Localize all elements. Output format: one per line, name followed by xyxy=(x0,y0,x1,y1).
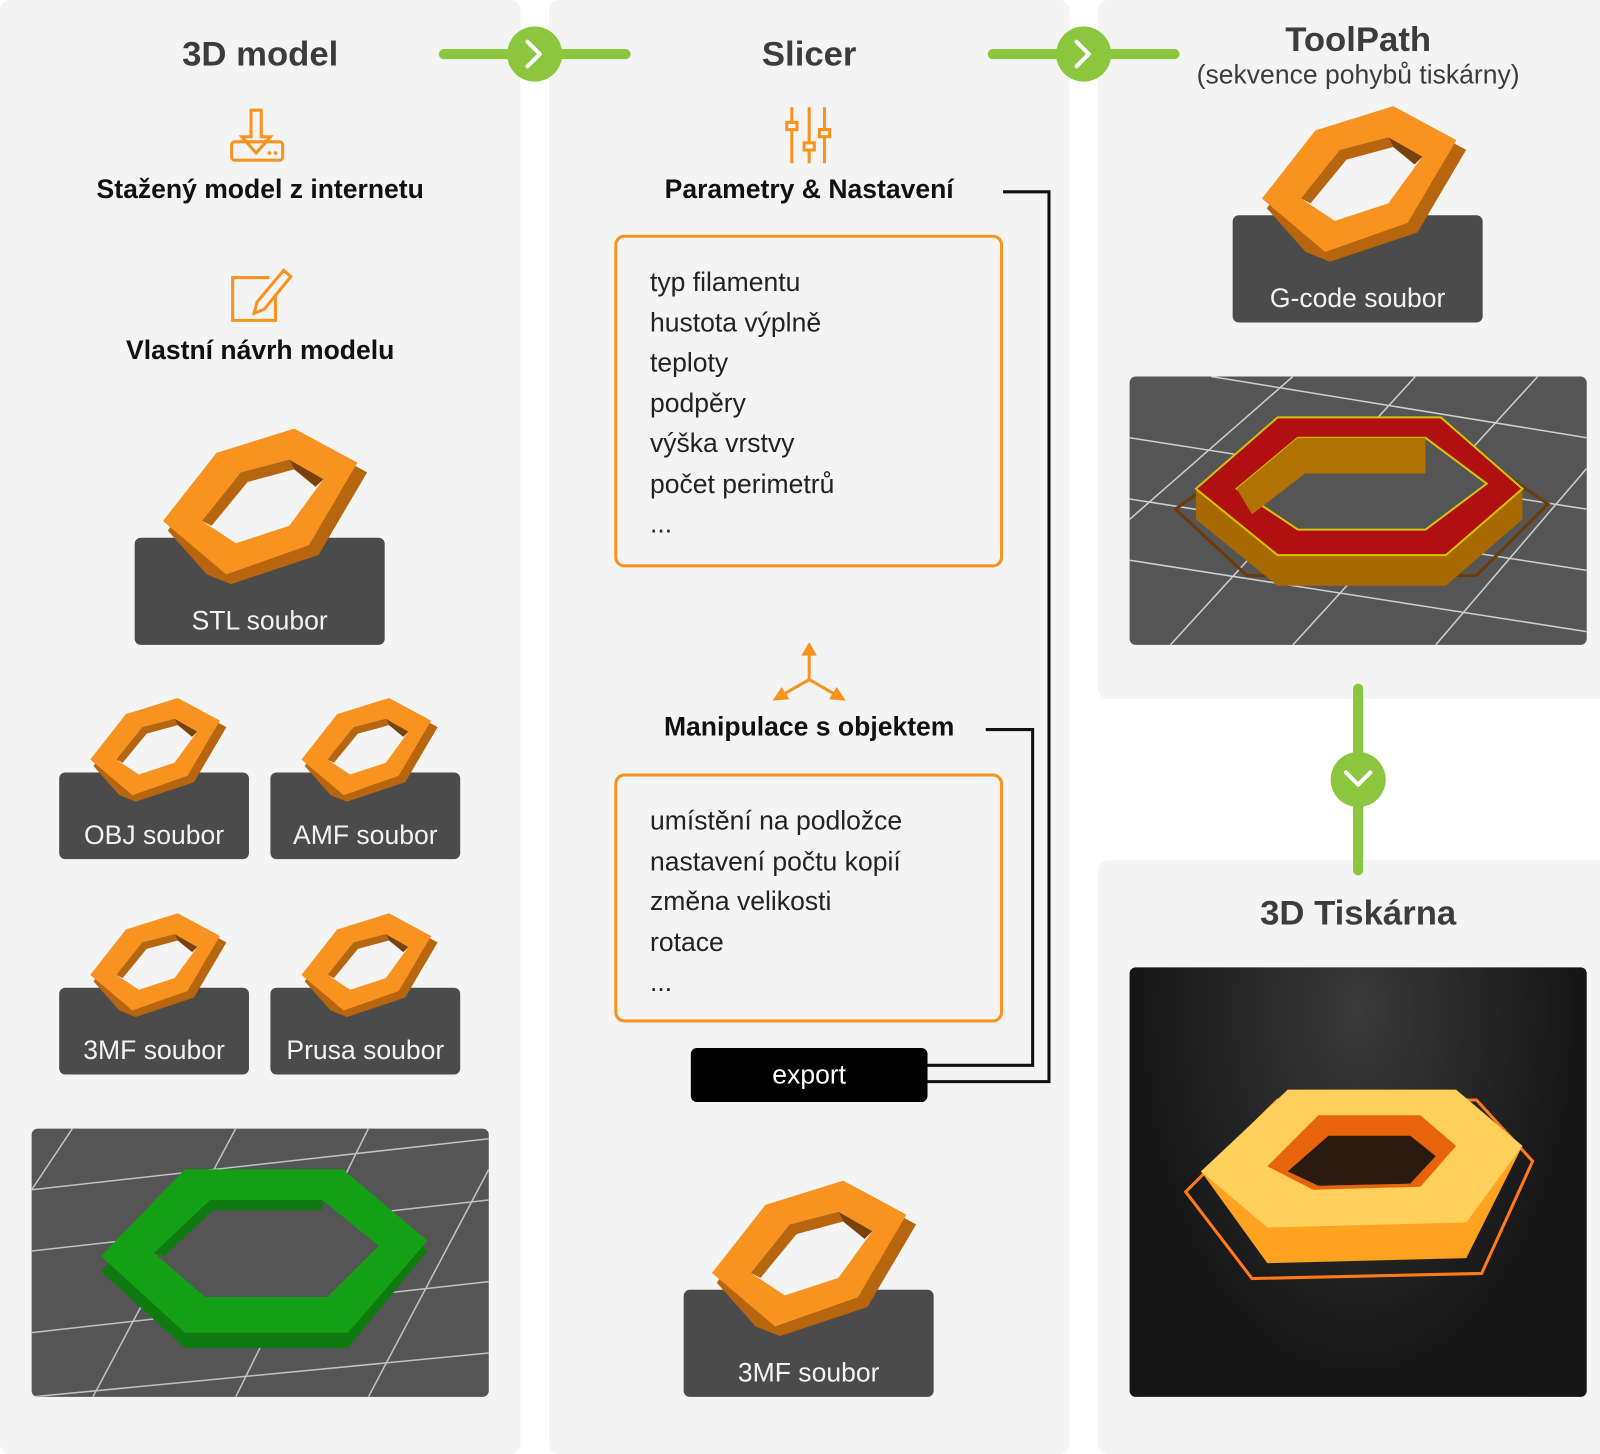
bracket-lines xyxy=(926,190,1051,1084)
file-label: AMF soubor xyxy=(293,819,438,850)
param-item: počet perimetrů xyxy=(649,467,835,499)
file-label: OBJ soubor xyxy=(84,819,225,850)
param-item: ... xyxy=(649,508,673,539)
printer-title: 3D Tiskárna xyxy=(1260,893,1457,933)
manip-item: ... xyxy=(649,966,673,997)
manip-heading: Manipulace s objektem xyxy=(663,711,955,742)
param-item: výška vrstvy xyxy=(649,427,795,459)
toolpath-subtitle: (sekvence pohybů tiskárny) xyxy=(1196,59,1520,90)
toolpath-title: ToolPath xyxy=(1285,20,1432,60)
toolpath-preview xyxy=(1129,376,1587,645)
arrow-connector-1 xyxy=(438,26,631,82)
model-title: 3D model xyxy=(182,34,339,74)
source-custom-label: Vlastní návrh modelu xyxy=(126,334,395,366)
param-item: typ filamentu xyxy=(649,266,801,297)
download-icon xyxy=(230,108,285,162)
manip-item: umístění na podložce xyxy=(649,805,903,836)
printer-photo xyxy=(1129,967,1587,1397)
file-label: STL soubor xyxy=(191,605,328,636)
manip-item: rotace xyxy=(649,926,724,957)
model-viewport xyxy=(31,1128,489,1397)
file-label: 3MF soubor xyxy=(737,1357,880,1388)
file-prusa: Prusa soubor xyxy=(270,987,461,1075)
params-list: typ filamentu hustota výplně teploty pod… xyxy=(614,234,1004,568)
hexagon-model-icon xyxy=(291,913,442,1023)
source-downloaded-label: Stažený model z internetu xyxy=(96,173,424,205)
params-heading: Parametry & Nastavení xyxy=(664,173,954,205)
arrow-connector-down xyxy=(1330,683,1386,876)
param-item: podpěry xyxy=(649,387,746,418)
export-label: export xyxy=(772,1059,847,1090)
param-item: teploty xyxy=(649,346,729,378)
hexagon-model-icon xyxy=(80,913,231,1023)
manip-item: změna velikosti xyxy=(649,885,832,917)
hexagon-model-icon xyxy=(148,429,372,594)
param-item: hustota výplně xyxy=(649,306,822,338)
file-label: Prusa soubor xyxy=(286,1034,445,1066)
arrow-connector-2 xyxy=(987,26,1180,82)
file-label: G-code soubor xyxy=(1269,282,1446,314)
export-button[interactable]: export xyxy=(690,1047,928,1103)
sliders-icon xyxy=(785,107,832,164)
hexagon-model-icon xyxy=(80,698,231,808)
manip-item: nastavení počtu kopií xyxy=(649,845,901,877)
edit-icon xyxy=(231,268,293,322)
hexagon-model-icon xyxy=(697,1181,921,1346)
hexagon-model-icon xyxy=(291,698,442,808)
axes-icon xyxy=(772,642,846,701)
file-gcode: G-code soubor xyxy=(1232,215,1483,323)
slicer-title: Slicer xyxy=(761,34,857,74)
hexagon-model-icon xyxy=(1247,106,1471,271)
manip-list: umístění na podložce nastavení počtu kop… xyxy=(614,773,1004,1023)
file-label: 3MF soubor xyxy=(83,1034,225,1066)
